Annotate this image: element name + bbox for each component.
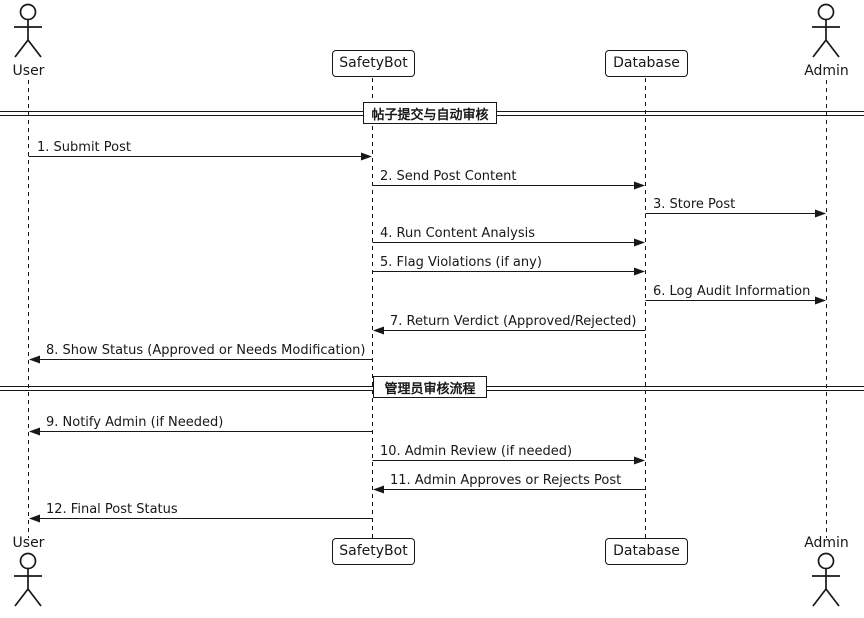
message-10-arrow bbox=[372, 456, 645, 465]
message-9-label: 9. Notify Admin (if Needed) bbox=[46, 415, 224, 430]
message-11-arrow bbox=[373, 485, 646, 494]
message-5-arrow bbox=[372, 267, 645, 276]
message-2-label: 2. Send Post Content bbox=[380, 169, 517, 184]
admin-actor-icon-bottom bbox=[812, 552, 840, 607]
divider-section-1: 帖子提交与自动审核 bbox=[363, 102, 497, 124]
participant-database-box-bottom: Database bbox=[605, 538, 688, 565]
message-4-arrow bbox=[372, 238, 645, 247]
participant-user-label-bottom: User bbox=[12, 535, 45, 551]
message-12-arrow bbox=[29, 514, 373, 523]
message-12-label: 12. Final Post Status bbox=[46, 502, 178, 517]
user-actor-icon-bottom bbox=[14, 552, 42, 607]
message-4-label: 4. Run Content Analysis bbox=[380, 226, 535, 241]
message-11-label: 11. Admin Approves or Rejects Post bbox=[390, 473, 622, 488]
participant-safetybot-box-bottom: SafetyBot bbox=[332, 538, 415, 565]
message-6-arrow bbox=[645, 296, 826, 305]
participant-admin-label-top: Admin bbox=[804, 63, 849, 79]
participant-safetybot-box-top: SafetyBot bbox=[332, 50, 415, 77]
message-7-arrow bbox=[373, 326, 646, 335]
participant-database-box-top: Database bbox=[605, 50, 688, 77]
message-5-label: 5. Flag Violations (if any) bbox=[380, 255, 542, 270]
participant-user-label-top: User bbox=[12, 63, 45, 79]
participant-admin-label-bottom: Admin bbox=[804, 535, 849, 551]
message-3-arrow bbox=[645, 209, 826, 218]
message-2-arrow bbox=[372, 181, 645, 190]
message-1-label: 1. Submit Post bbox=[37, 140, 131, 155]
message-1-arrow bbox=[28, 152, 372, 161]
message-10-label: 10. Admin Review (if needed) bbox=[380, 444, 573, 459]
message-6-label: 6. Log Audit Information bbox=[653, 284, 811, 299]
user-actor-icon bbox=[14, 3, 42, 58]
message-8-arrow bbox=[29, 355, 373, 364]
message-8-label: 8. Show Status (Approved or Needs Modifi… bbox=[46, 343, 366, 358]
message-7-label: 7. Return Verdict (Approved/Rejected) bbox=[390, 314, 637, 329]
message-9-arrow bbox=[29, 427, 373, 436]
message-3-label: 3. Store Post bbox=[653, 197, 736, 212]
divider-section-2: 管理员审核流程 bbox=[373, 376, 487, 398]
admin-actor-icon bbox=[812, 3, 840, 58]
